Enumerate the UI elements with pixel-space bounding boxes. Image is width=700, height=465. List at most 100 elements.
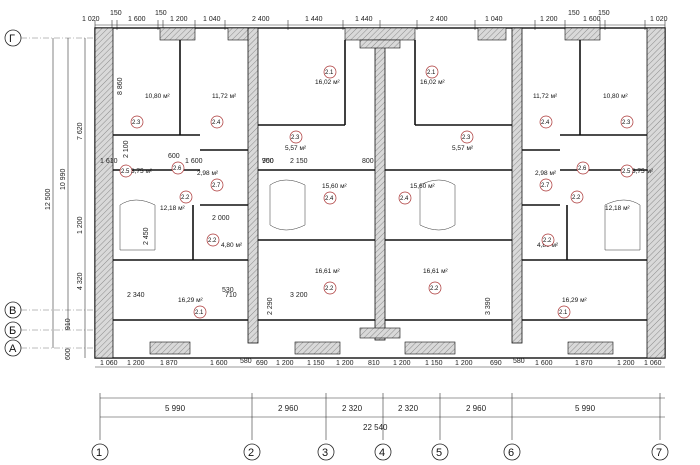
svg-text:690: 690 <box>256 360 268 367</box>
svg-text:710: 710 <box>225 292 237 299</box>
svg-text:1 600: 1 600 <box>210 360 228 367</box>
top-dim-text: 1 600 <box>583 16 601 23</box>
room-area: 10,80 м² <box>145 93 171 100</box>
axis-label-row: Б <box>9 325 16 337</box>
svg-text:2 340: 2 340 <box>127 292 145 299</box>
svg-text:810: 810 <box>368 360 380 367</box>
staircase <box>119 179 641 251</box>
top-dim-text: 1 020 <box>650 16 668 23</box>
room-area: 5,57 м² <box>452 145 474 152</box>
svg-text:3 200: 3 200 <box>290 292 308 299</box>
svg-text:2.3: 2.3 <box>291 135 300 141</box>
room-area: 16,61 м² <box>315 268 341 275</box>
svg-text:2 450: 2 450 <box>143 227 150 245</box>
svg-text:4: 4 <box>379 447 385 459</box>
top-dim-text: 2 400 <box>430 16 448 23</box>
bottom-dimension-chain-1: 1 060 1 200 1 870 1 600 580 690 1 200 1 … <box>95 358 665 368</box>
svg-text:2 290: 2 290 <box>267 297 274 315</box>
inner-dimensions: 8 860 2 100 1 610 2 450 2 000 2 340 3 20… <box>100 77 492 315</box>
svg-text:2.4: 2.4 <box>400 196 409 202</box>
left-dim-text: 1 200 <box>77 216 84 234</box>
top-dim-text: 2 400 <box>252 16 270 23</box>
room-area: 16,29 м² <box>178 297 204 304</box>
svg-text:1 060: 1 060 <box>100 360 118 367</box>
svg-text:2 150: 2 150 <box>290 158 308 165</box>
svg-text:6: 6 <box>508 447 514 459</box>
svg-text:3 390: 3 390 <box>485 297 492 315</box>
svg-text:1 200: 1 200 <box>276 360 294 367</box>
svg-text:1 870: 1 870 <box>575 360 593 367</box>
svg-text:1 600: 1 600 <box>535 360 553 367</box>
svg-text:2 960: 2 960 <box>278 404 299 413</box>
top-dim-text: 1 040 <box>485 16 503 23</box>
axis-label-row: В <box>9 305 16 317</box>
column-axis-labels: 1 2 3 4 5 6 7 <box>91 443 669 461</box>
svg-text:2.3: 2.3 <box>132 120 141 126</box>
left-dim-text: 4 320 <box>77 272 84 290</box>
svg-text:2.2: 2.2 <box>572 195 581 201</box>
top-dim-text: 1 440 <box>355 16 373 23</box>
left-dim-text: 10 990 <box>60 168 67 190</box>
svg-text:2 960: 2 960 <box>466 404 487 413</box>
top-dim-text: 1 200 <box>170 16 188 23</box>
room-area: 16,02 м² <box>315 79 341 86</box>
svg-text:1 200: 1 200 <box>617 360 635 367</box>
room-area: 3,75 м² <box>632 168 654 175</box>
bottom-dimension-chain-2: 5 990 2 960 2 320 2 320 2 960 5 990 22 5… <box>99 393 665 440</box>
svg-text:1 870: 1 870 <box>160 360 178 367</box>
room-area: 15,60 м² <box>410 183 436 190</box>
svg-text:580: 580 <box>513 358 525 365</box>
top-dim-text: 1 020 <box>82 16 100 23</box>
svg-text:2.1: 2.1 <box>195 310 204 316</box>
room-area: 2,98 м² <box>197 170 219 177</box>
top-dim-text: 150 <box>155 10 167 17</box>
svg-text:2.6: 2.6 <box>578 166 587 172</box>
svg-text:2 100: 2 100 <box>123 140 130 158</box>
svg-text:600: 600 <box>168 153 180 160</box>
top-dim-text: 1 200 <box>540 16 558 23</box>
top-dim-text: 1 440 <box>305 16 323 23</box>
svg-text:800: 800 <box>362 158 374 165</box>
svg-text:1 150: 1 150 <box>307 360 325 367</box>
svg-text:2 000: 2 000 <box>212 215 230 222</box>
top-dim-text: 1 600 <box>128 16 146 23</box>
room-area: 16,02 м² <box>420 79 446 86</box>
room-area: 16,29 м² <box>562 297 588 304</box>
room-area: 11,72 м² <box>212 93 237 100</box>
room-area: 4,80 м² <box>221 242 243 249</box>
room-area: 12,18 м² <box>605 205 631 212</box>
svg-text:7: 7 <box>656 447 662 459</box>
svg-text:1 200: 1 200 <box>393 360 411 367</box>
svg-text:2 320: 2 320 <box>342 404 363 413</box>
axis-label-row: А <box>9 343 17 355</box>
svg-text:2.2: 2.2 <box>325 286 334 292</box>
svg-text:2.2: 2.2 <box>208 238 217 244</box>
svg-text:2.4: 2.4 <box>212 120 221 126</box>
svg-text:1 200: 1 200 <box>455 360 473 367</box>
room-area: 16,61 м² <box>423 268 449 275</box>
svg-text:530: 530 <box>222 287 234 294</box>
room-area: 3,75 м² <box>131 168 153 175</box>
svg-text:2.7: 2.7 <box>212 183 221 189</box>
left-dim-text: 7 620 <box>77 122 84 140</box>
svg-text:8 860: 8 860 <box>117 77 124 95</box>
svg-text:1 200: 1 200 <box>336 360 354 367</box>
svg-text:2.2: 2.2 <box>181 195 190 201</box>
left-dim-text: 12 500 <box>45 188 52 210</box>
top-dimension-chain: 1 020 150 1 600 150 1 200 1 040 2 400 1 … <box>82 10 668 30</box>
room-labels: 10,80 м² 2.3 11,72 м² 2.4 16,02 м² 2.1 1… <box>119 65 654 319</box>
svg-text:2.4: 2.4 <box>541 120 550 126</box>
svg-text:5 990: 5 990 <box>165 404 186 413</box>
svg-text:2.7: 2.7 <box>541 183 550 189</box>
room-area: 15,60 м² <box>322 183 348 190</box>
svg-text:2.5: 2.5 <box>622 169 631 175</box>
svg-text:2.3: 2.3 <box>622 120 631 126</box>
total-width: 22 540 <box>363 423 388 432</box>
svg-text:2.1: 2.1 <box>325 70 334 76</box>
svg-text:580: 580 <box>240 358 252 365</box>
room-area: 2,98 м² <box>535 170 557 177</box>
left-dim-text: 600 <box>65 348 72 360</box>
svg-text:2.4: 2.4 <box>325 196 334 202</box>
room-area: 5,57 м² <box>285 145 307 152</box>
